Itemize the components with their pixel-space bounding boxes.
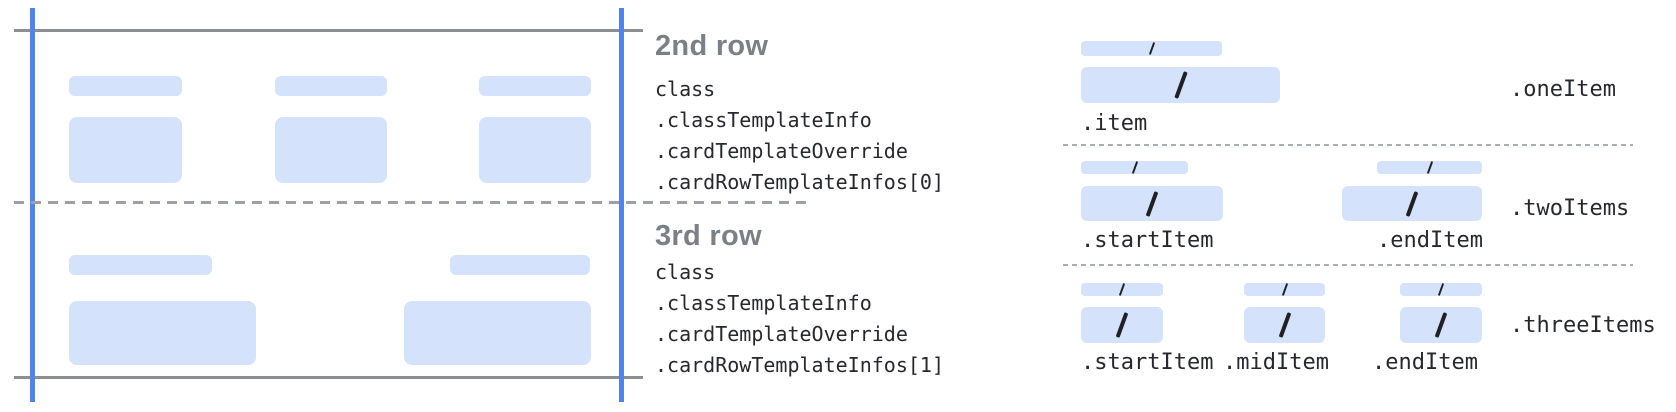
section-label-threeitems: .threeItems bbox=[1510, 313, 1656, 338]
item-label: .startItem bbox=[1081, 228, 1214, 253]
row-divider-dashed bbox=[14, 201, 806, 204]
field-label-bar-row2 bbox=[69, 76, 182, 96]
field-label-bar-row3 bbox=[69, 255, 212, 275]
annotation-path-row3-line0: class bbox=[655, 260, 716, 284]
item-label: .endItem bbox=[1377, 228, 1483, 253]
annotation-path-row2-line2: .cardTemplateOverride bbox=[655, 139, 908, 163]
annotation-path-row2-line0: class bbox=[655, 77, 716, 101]
annotation-path-row3-line1: .classTemplateInfo bbox=[655, 291, 872, 315]
section-label-oneitem: .oneItem bbox=[1510, 77, 1616, 102]
field-value-box-row3 bbox=[404, 301, 591, 365]
field-label-bar-row2 bbox=[275, 76, 387, 96]
item-label: .endItem bbox=[1372, 350, 1478, 375]
section-divider bbox=[1063, 264, 1633, 266]
annotation-path-row3-line3: .cardRowTemplateInfos[1] bbox=[655, 353, 944, 377]
section-divider bbox=[1063, 144, 1633, 146]
item-label: .item bbox=[1081, 111, 1148, 136]
annotation-title-row2: 2nd row bbox=[655, 30, 769, 62]
card-top-line bbox=[14, 29, 643, 32]
field-value-box-row2 bbox=[479, 117, 591, 183]
field-value-box-row3 bbox=[69, 301, 256, 365]
card-bottom-line bbox=[14, 376, 643, 379]
field-label-bar-row2 bbox=[479, 76, 591, 96]
annotation-path-row2-line3: .cardRowTemplateInfos[0] bbox=[655, 170, 944, 194]
field-value-box-row2 bbox=[69, 117, 182, 183]
section-label-twoitems: .twoItems bbox=[1510, 196, 1630, 221]
field-value-box-row2 bbox=[275, 117, 387, 183]
item-label: .midItem bbox=[1223, 350, 1329, 375]
annotation-path-row3-line2: .cardTemplateOverride bbox=[655, 322, 908, 346]
card-right-guide bbox=[619, 8, 624, 402]
item-label: .startItem bbox=[1081, 350, 1214, 375]
card-left-guide bbox=[30, 8, 35, 402]
annotation-title-row3: 3rd row bbox=[655, 220, 762, 252]
field-label-bar-row3 bbox=[450, 255, 590, 275]
annotation-path-row2-line1: .classTemplateInfo bbox=[655, 108, 872, 132]
